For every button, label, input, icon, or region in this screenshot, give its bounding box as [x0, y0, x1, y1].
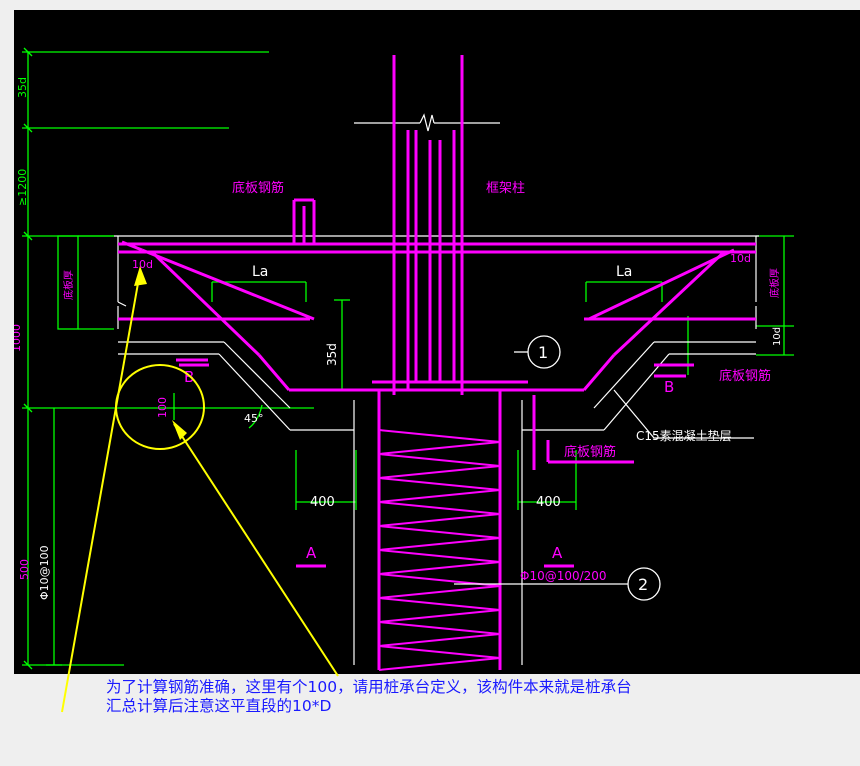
dim-100: 100: [156, 397, 169, 418]
dim-la-left: La: [252, 264, 268, 280]
label-bottom-rebar-right: 底板钢筋: [719, 368, 771, 384]
section-b-right: B: [664, 378, 674, 396]
concrete-outline: [114, 113, 759, 665]
dim-10d-side: 10d: [772, 327, 783, 346]
pile-spiral-stirrup: [378, 429, 501, 671]
dim-la-right: La: [616, 264, 632, 280]
note-line-1: 为了计算钢筋准确，这里有个100，请用桩承台定义，该构件本来就是桩承台: [106, 678, 632, 696]
rebar-lines: [118, 55, 756, 670]
dim-35d-mid: 35d: [325, 343, 339, 366]
dim-ge-1200: ≥1200: [16, 169, 29, 206]
dim-35d-top: 35d: [16, 77, 29, 98]
callout-1-number: 1: [538, 343, 548, 362]
callout-2-number: 2: [638, 575, 648, 594]
section-a-left: A: [306, 544, 317, 562]
stirrup-spec: Φ10@100/200: [520, 569, 607, 583]
dim-400-right: 400: [536, 495, 561, 510]
dim-1000: 1000: [14, 324, 23, 352]
label-slab-thickness-right: 底板厚: [768, 268, 781, 298]
dim-500: 500: [18, 559, 31, 580]
annotation-note: 为了计算钢筋准确，这里有个100，请用桩承台定义，该构件本来就是桩承台 汇总计算…: [106, 678, 632, 716]
section-a-right: A: [552, 544, 563, 562]
cad-drawing-viewport[interactable]: 底板钢筋 框架柱 底板钢筋 底板钢筋 C15素混凝土垫层 10d 10d La …: [14, 10, 860, 674]
callout-circles: [454, 335, 661, 601]
label-cushion: C15素混凝土垫层: [636, 428, 732, 443]
section-b-left: B: [184, 368, 194, 386]
label-bottom-rebar-lower: 底板钢筋: [564, 444, 616, 460]
note-line-2: 汇总计算后注意这平直段的10*D: [106, 697, 332, 715]
label-bottom-rebar-top: 底板钢筋: [232, 180, 284, 196]
dim-400-left: 400: [310, 495, 335, 510]
stirrup-left-spec: Φ10@100: [38, 545, 51, 600]
dim-10d-left: 10d: [132, 258, 153, 271]
label-frame-column: 框架柱: [486, 181, 525, 196]
cad-drawing: 底板钢筋 框架柱 底板钢筋 底板钢筋 C15素混凝土垫层 10d 10d La …: [14, 47, 794, 671]
dim-angle-45: 45°: [244, 412, 264, 425]
dim-10d-right: 10d: [730, 252, 751, 265]
label-slab-thickness-left: 底板厚: [62, 270, 75, 300]
